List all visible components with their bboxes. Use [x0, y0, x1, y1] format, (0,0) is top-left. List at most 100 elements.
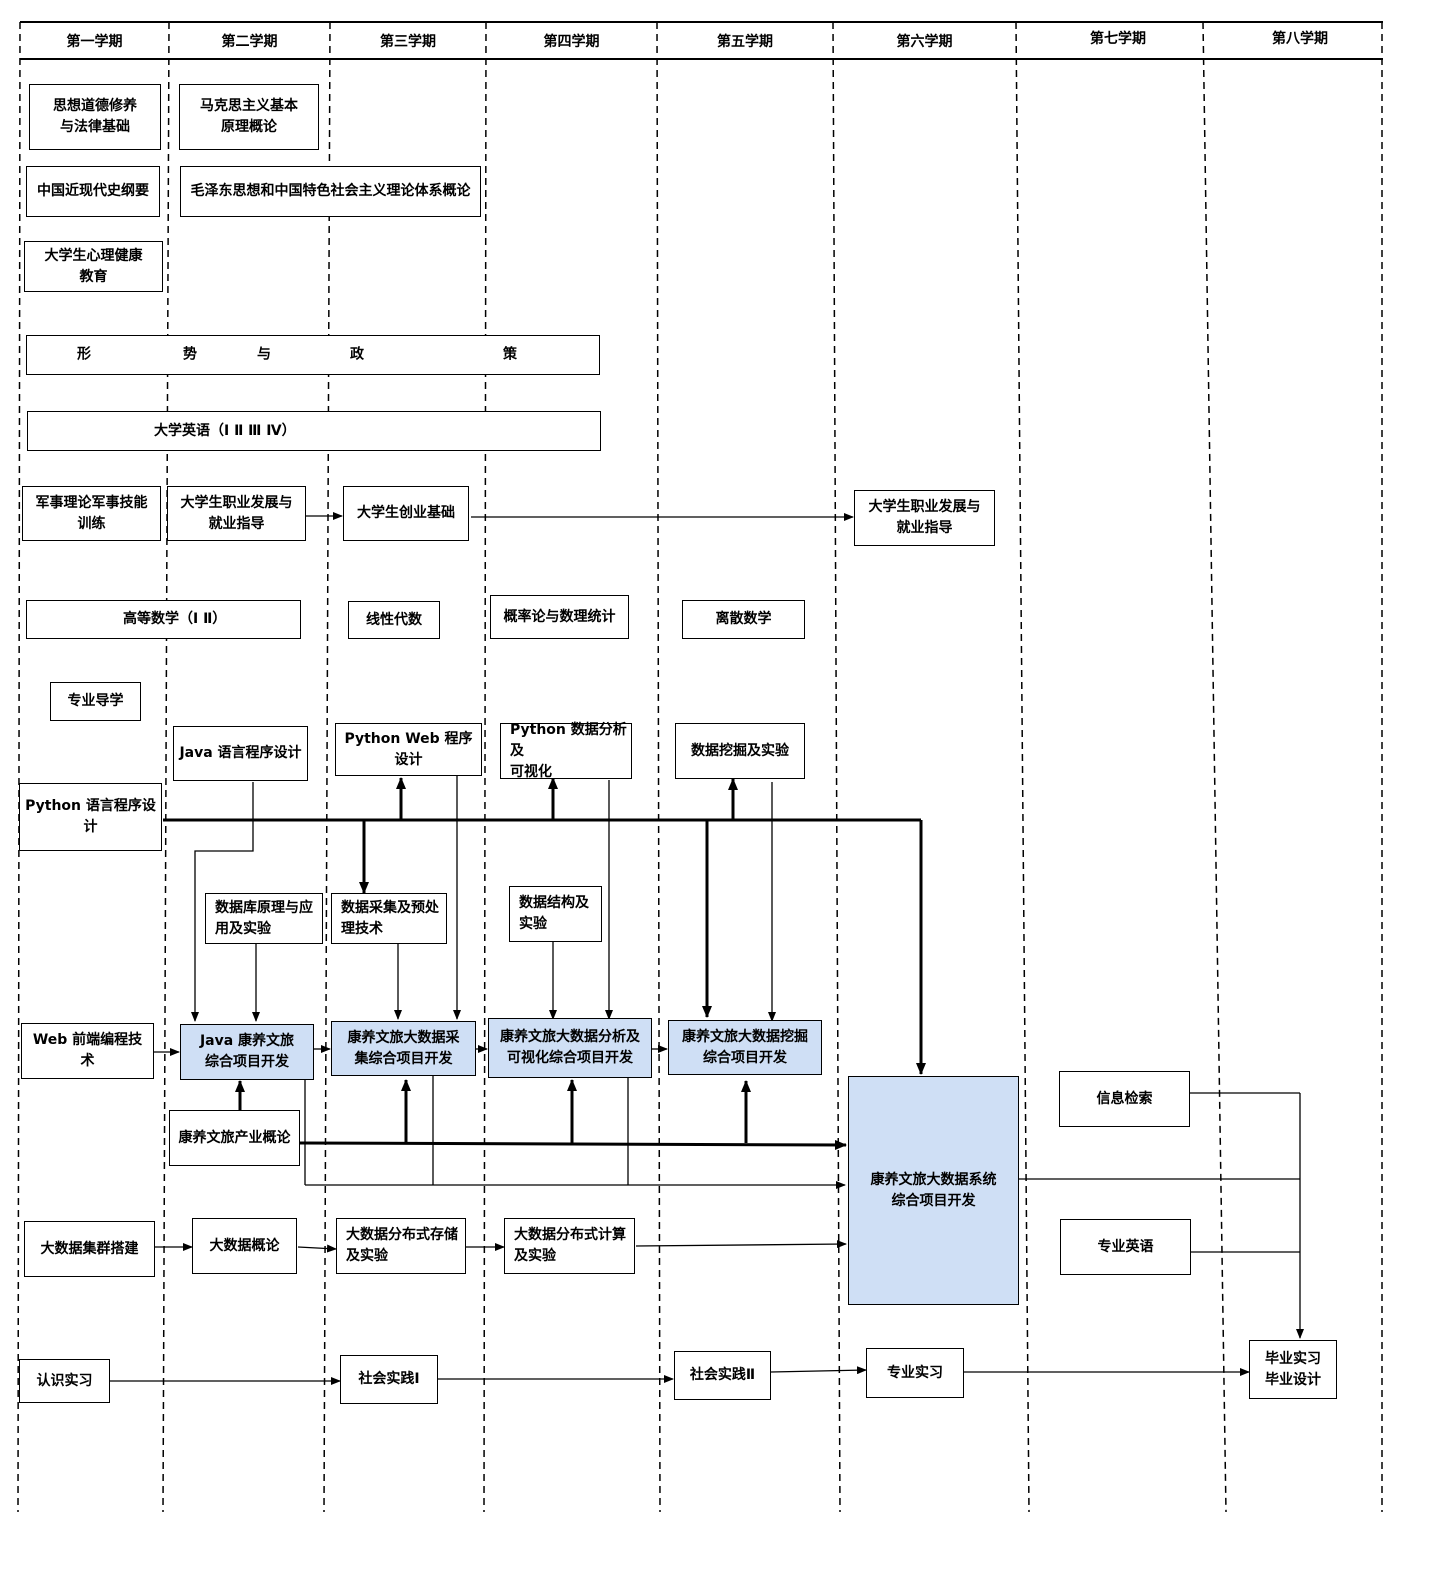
course-label: 线性代数 — [366, 611, 422, 628]
course-label: 与 — [257, 346, 271, 363]
practice-box: 专业实习 — [866, 1348, 964, 1398]
course-box: 信息检索 — [1059, 1071, 1190, 1127]
course-label: Java 语言程序设计 — [179, 745, 302, 761]
course-label: 康养文旅大数据分析及 可视化综合项目开发 — [500, 1029, 640, 1066]
practice-box: 社会实践Ⅰ — [340, 1355, 438, 1404]
course-label: 大数据概论 — [209, 1237, 280, 1254]
course-box: 数据挖掘及实验 — [675, 723, 805, 779]
course-label: 数据采集及预处 理技术 — [341, 899, 439, 937]
course-box: 大学生创业基础 — [343, 486, 469, 541]
course-label: 军事理论军事技能 训练 — [35, 494, 148, 532]
course-box: 数据结构及 实验 — [509, 886, 602, 942]
course-label: 中国近现代史纲要 — [37, 183, 149, 199]
course-label: Java 康养文旅 综合项目开发 — [199, 1033, 295, 1070]
course-label: 大学生创业基础 — [357, 505, 455, 521]
course-label: 思想道德修养 与法律基础 — [53, 98, 137, 135]
course-label: 专业导学 — [67, 693, 124, 709]
course-label: 大学生心理健康 教育 — [44, 247, 143, 285]
semester-6-header: 第六学期 — [896, 34, 953, 50]
course-box: 大数据集群搭建 — [24, 1221, 155, 1277]
course-box: 线性代数 — [348, 601, 440, 639]
course-box: 马克思主义基本 原理概论 — [179, 84, 319, 150]
course-box: 高等数学（Ⅰ Ⅱ） — [26, 600, 301, 639]
course-label: 概率论与数理统计 — [503, 608, 616, 625]
course-box: 大学生心理健康 教育 — [24, 241, 163, 292]
course-label: 大学生职业发展与 就业指导 — [180, 494, 293, 532]
course-box: Python 数据分析及 可视化 — [500, 722, 632, 780]
semester-4-header: 第四学期 — [543, 34, 600, 50]
project-box: 康养文旅大数据分析及 可视化综合项目开发 — [488, 1018, 652, 1078]
practice-box: 认识实习 — [19, 1359, 110, 1403]
course-box: Java 语言程序设计 — [173, 726, 308, 781]
course-box: 专业英语 — [1060, 1219, 1191, 1275]
practice-box: 毕业实习 毕业设计 — [1249, 1340, 1337, 1399]
course-box: 专业导学 — [50, 682, 141, 721]
course-box: 数据库原理与应 用及实验 — [205, 893, 323, 944]
bold-arrows — [163, 777, 926, 1150]
course-label: 社会实践Ⅱ — [689, 1367, 756, 1383]
course-box: 思想道德修养 与法律基础 — [29, 84, 161, 150]
course-box: Python 语言程序设计 — [19, 783, 162, 851]
course-box: 数据采集及预处 理技术 — [331, 893, 447, 944]
practice-box: 社会实践Ⅱ — [674, 1351, 771, 1400]
semester-5-header: 第五学期 — [717, 34, 773, 50]
system-project-box: 康养文旅大数据系统 综合项目开发 — [848, 1076, 1019, 1305]
course-label: 大学生职业发展与 就业指导 — [868, 499, 981, 536]
semester-7-header: 第七学期 — [1090, 31, 1146, 47]
project-box: 康养文旅大数据挖掘 综合项目开发 — [668, 1020, 822, 1075]
course-box: 毛泽东思想和中国特色社会主义理论体系概论 — [180, 166, 481, 217]
course-label: 社会实践Ⅰ — [358, 1371, 420, 1387]
course-label: 专业实习 — [887, 1364, 943, 1381]
course-label: 康养文旅大数据采 集综合项目开发 — [347, 1029, 460, 1067]
course-box: 大数据分布式计算 及实验 — [504, 1218, 635, 1274]
thin-arrows — [110, 512, 1304, 1385]
semester-8-header: 第八学期 — [1272, 31, 1328, 47]
course-label: Python 语言程序设计 — [25, 798, 156, 835]
course-box: 康养文旅产业概论 — [169, 1110, 300, 1166]
project-box: 康养文旅大数据采 集综合项目开发 — [331, 1021, 476, 1076]
course-label: 大数据分布式存储 及实验 — [346, 1227, 458, 1264]
course-box: Web 前端编程技术 — [21, 1023, 154, 1079]
course-box: 大学生职业发展与 就业指导 — [854, 490, 995, 546]
course-label: 政 — [350, 346, 364, 363]
course-label: 大数据集群搭建 — [40, 1240, 139, 1257]
course-box: 离散数学 — [682, 600, 805, 639]
course-label: 大学英语（Ⅰ Ⅱ Ⅲ Ⅳ） — [154, 422, 296, 439]
course-label: 康养文旅产业概论 — [178, 1129, 291, 1146]
project-box: Java 康养文旅 综合项目开发 — [180, 1024, 314, 1080]
course-box: Python Web 程序设计 — [335, 723, 482, 776]
course-label: Python 数据分析及 可视化 — [510, 721, 627, 780]
course-box: 大学英语（Ⅰ Ⅱ Ⅲ Ⅳ） — [27, 411, 601, 451]
course-box: 中国近现代史纲要 — [26, 166, 160, 217]
course-box: 概率论与数理统计 — [490, 595, 629, 639]
course-label: 高等数学（Ⅰ Ⅱ） — [123, 611, 227, 627]
semester-dividers — [17, 21, 1383, 1513]
course-label: 马克思主义基本 原理概论 — [200, 98, 298, 135]
semester-2-header: 第二学期 — [221, 34, 278, 50]
course-box: 大数据概论 — [192, 1218, 297, 1274]
course-label: 大数据分布式计算 及实验 — [514, 1227, 626, 1264]
course-label: 康养文旅大数据挖掘 综合项目开发 — [682, 1028, 808, 1066]
course-label: 势 — [183, 346, 197, 363]
course-label: 毕业实习 毕业设计 — [1265, 1350, 1321, 1388]
course-label: 离散数学 — [715, 611, 772, 627]
course-label: 数据结构及 实验 — [519, 895, 589, 932]
course-label: 数据挖掘及实验 — [691, 742, 789, 759]
course-label: Python Web 程序设计 — [344, 730, 473, 768]
course-label: 康养文旅大数据系统 综合项目开发 — [870, 1171, 997, 1209]
course-label: 认识实习 — [36, 1372, 93, 1389]
course-label: 策 — [503, 346, 517, 363]
course-label: 毛泽东思想和中国特色社会主义理论体系概论 — [190, 183, 471, 199]
course-label: 数据库原理与应 用及实验 — [215, 899, 313, 937]
course-label: 专业英语 — [1097, 1238, 1154, 1255]
course-box-xingshi-yu-zhengce: 形 势 与 政 策 — [26, 335, 600, 375]
course-label: Web 前端编程技术 — [32, 1032, 143, 1069]
course-box: 大学生职业发展与 就业指导 — [167, 486, 306, 541]
semester-1-header: 第一学期 — [66, 34, 123, 50]
course-label: 形 — [77, 346, 91, 363]
semester-3-header: 第三学期 — [380, 34, 436, 50]
course-box: 军事理论军事技能 训练 — [22, 486, 161, 541]
course-label: 信息检索 — [1096, 1090, 1153, 1107]
